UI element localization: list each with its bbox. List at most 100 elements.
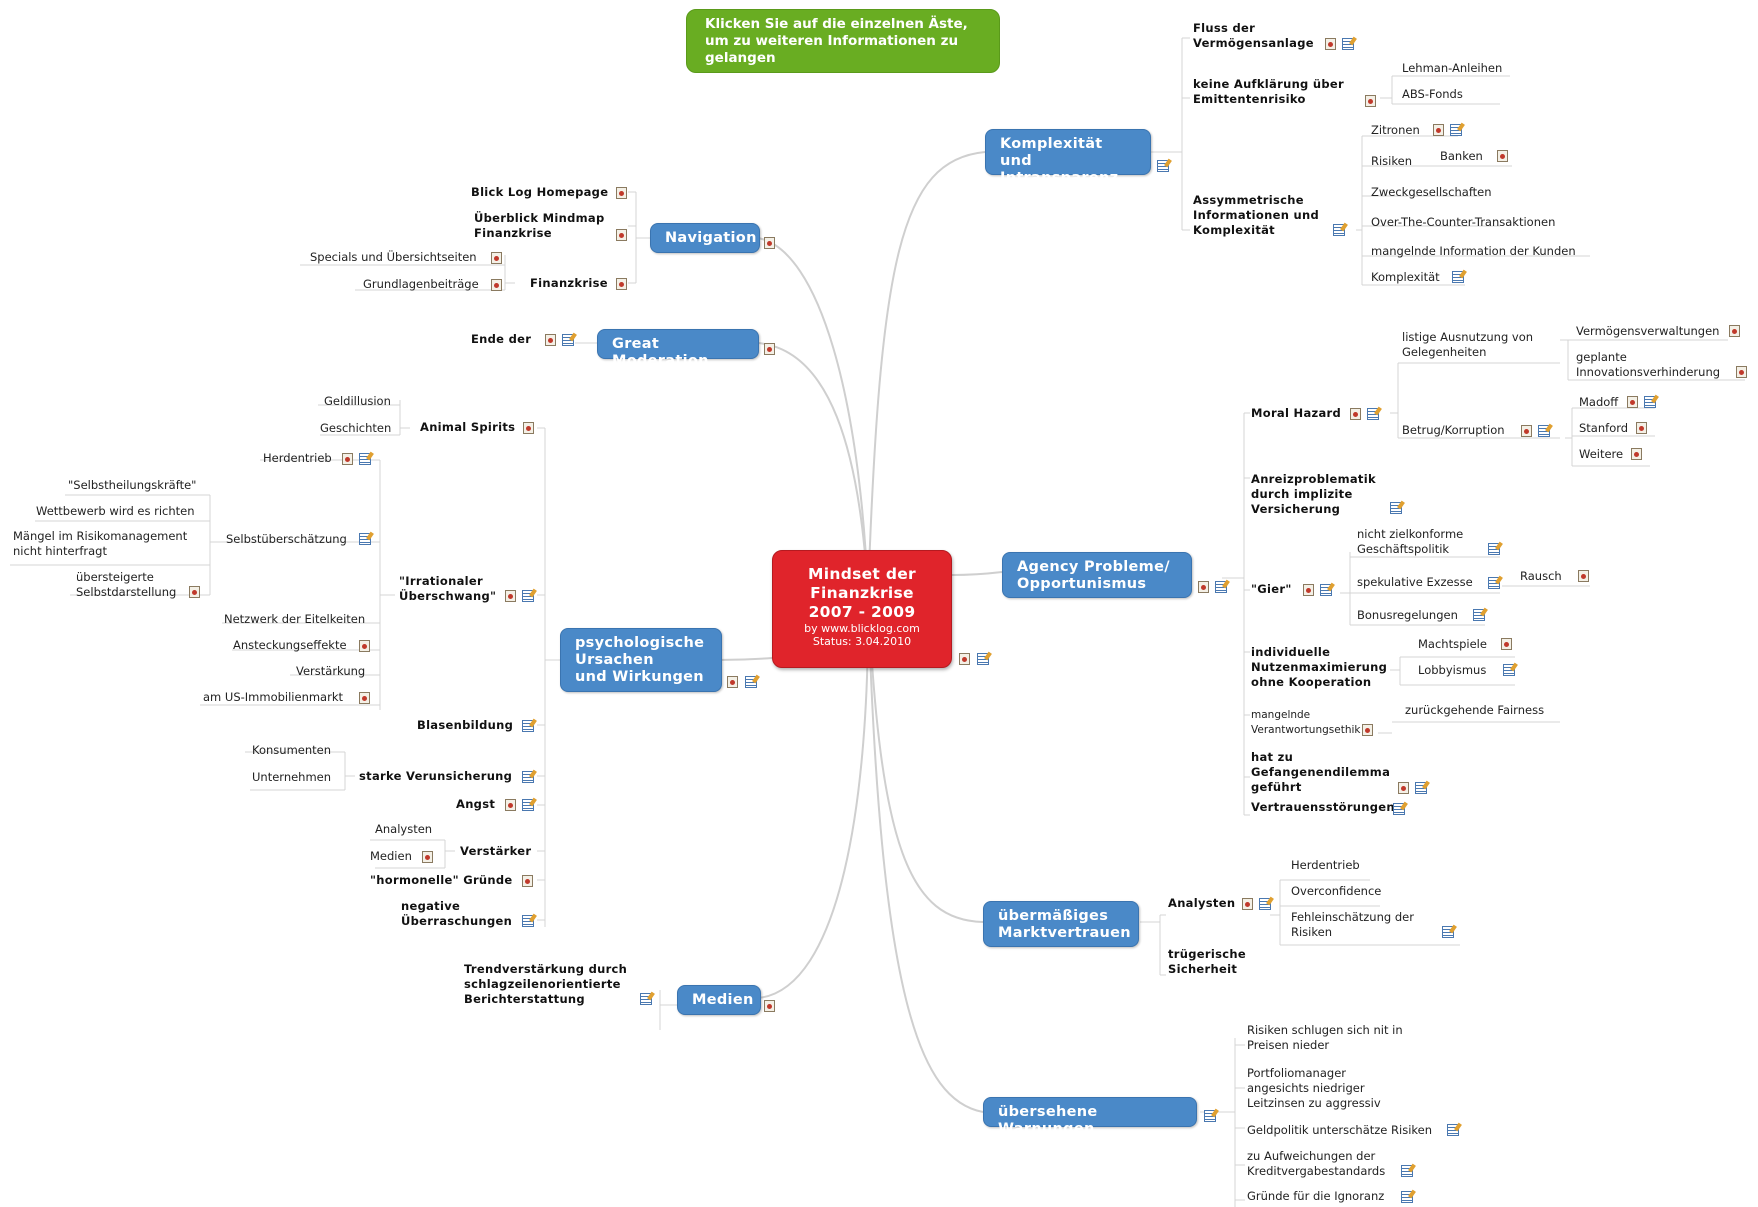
document-icon[interactable]: [1398, 782, 1409, 794]
topic-betrug[interactable]: Betrug/Korruption: [1402, 423, 1505, 437]
topic-truegerische-sicherheit[interactable]: trügerische Sicherheit: [1168, 947, 1246, 976]
topic-analysten-markt[interactable]: Analysten: [1168, 896, 1236, 910]
document-icon[interactable]: [1303, 584, 1314, 596]
topic-moral-hazard[interactable]: Moral Hazard: [1251, 406, 1342, 420]
topic-us-immobilienmarkt[interactable]: am US-Immobilienmarkt: [203, 690, 343, 704]
topic-animal-spirits[interactable]: Animal Spirits: [420, 420, 516, 434]
note-icon[interactable]: [522, 771, 534, 783]
topic-lobbyismus[interactable]: Lobbyismus: [1418, 663, 1487, 677]
document-icon[interactable]: [727, 676, 738, 688]
topic-madoff[interactable]: Madoff: [1579, 395, 1619, 409]
note-icon[interactable]: [359, 453, 371, 465]
topic-zurueckgehende-fairness[interactable]: zurückgehende Fairness: [1405, 703, 1545, 717]
topic-banken[interactable]: Banken: [1440, 149, 1483, 163]
note-icon[interactable]: [522, 720, 534, 732]
document-icon[interactable]: [1627, 396, 1638, 408]
topic-risiken-preise[interactable]: Risiken schlugen sich nit in Preisen nie…: [1247, 1023, 1403, 1052]
topic-weitere[interactable]: Weitere: [1579, 447, 1624, 461]
topic-verstaerkung[interactable]: Verstärkung: [296, 664, 366, 678]
topic-mangelnde-verantwortungsethik[interactable]: mangelnde Verantwortungsethik: [1251, 709, 1361, 736]
topic-stanford[interactable]: Stanford: [1579, 421, 1629, 435]
topic-lehman[interactable]: Lehman-Anleihen: [1402, 61, 1503, 75]
topic-ansteckungseffekte[interactable]: Ansteckungseffekte: [233, 638, 347, 652]
note-icon[interactable]: [562, 334, 574, 346]
document-icon[interactable]: [523, 422, 534, 434]
topic-starke-verunsicherung[interactable]: starke Verunsicherung: [359, 769, 513, 783]
nav-finanzkrise[interactable]: Finanzkrise: [530, 276, 608, 290]
note-icon[interactable]: [1333, 224, 1345, 236]
topic-bonusregelungen[interactable]: Bonusregelungen: [1357, 608, 1458, 622]
topic-zitronen[interactable]: Zitronen: [1371, 123, 1420, 137]
topic-vertrauensstoerungen[interactable]: Vertrauensstörungen: [1251, 800, 1395, 814]
topic-vermoegensverwaltungen[interactable]: Vermögensverwaltungen: [1576, 324, 1720, 338]
note-icon[interactable]: [522, 915, 534, 927]
note-icon[interactable]: [1450, 124, 1462, 136]
document-icon[interactable]: [1729, 325, 1740, 337]
topic-portfoliomanager[interactable]: Portfoliomanager angesichts niedriger Le…: [1247, 1066, 1381, 1110]
topic-komplexitaet[interactable]: Komplexität: [1371, 270, 1440, 284]
topic-otc[interactable]: Over-The-Counter-Transaktionen: [1371, 215, 1556, 229]
note-icon[interactable]: [522, 590, 534, 602]
topic-assymmetrische[interactable]: Assymmetrische Informationen und Komplex…: [1193, 193, 1320, 237]
document-icon[interactable]: [1242, 898, 1253, 910]
topic-zweckgesellschaften[interactable]: Zweckgesellschaften: [1371, 185, 1492, 199]
topic-negative-ueberraschungen[interactable]: negative Überraschungen: [401, 899, 513, 928]
document-icon[interactable]: [764, 343, 775, 355]
document-icon[interactable]: [1362, 724, 1373, 736]
topic-medien-psych[interactable]: Medien: [370, 849, 412, 863]
document-icon[interactable]: [545, 334, 556, 346]
document-icon[interactable]: [359, 640, 370, 652]
branch-medien[interactable]: Medien: [677, 985, 761, 1015]
note-icon[interactable]: [1259, 898, 1271, 910]
note-icon[interactable]: [1157, 160, 1169, 172]
document-icon[interactable]: [764, 237, 775, 249]
topic-individuelle-nutzenmaximierung[interactable]: individuelle Nutzenmaximierung ohne Koop…: [1251, 645, 1388, 689]
topic-machtspiele[interactable]: Machtspiele: [1418, 637, 1487, 651]
document-icon[interactable]: [1198, 581, 1209, 593]
topic-analysten-psych[interactable]: Analysten: [375, 822, 433, 836]
document-icon[interactable]: [1501, 638, 1512, 650]
topic-anreizproblematik[interactable]: Anreizproblematik durch implizite Versic…: [1251, 472, 1376, 516]
document-icon[interactable]: [505, 799, 516, 811]
note-icon[interactable]: [1367, 408, 1379, 420]
note-icon[interactable]: [1320, 584, 1332, 596]
note-icon[interactable]: [359, 533, 371, 545]
document-icon[interactable]: [422, 851, 433, 863]
document-icon[interactable]: [616, 187, 627, 199]
document-icon[interactable]: [1433, 124, 1444, 136]
document-icon[interactable]: [359, 692, 370, 704]
branch-komplexitaet[interactable]: Komplexität und Intransparenz: [985, 129, 1151, 186]
note-icon[interactable]: [1644, 396, 1656, 408]
topic-verstaerker[interactable]: Verstärker: [460, 844, 532, 858]
topic-geldpolitik[interactable]: Geldpolitik unterschätze Risiken: [1247, 1123, 1433, 1137]
document-icon[interactable]: [1736, 366, 1747, 378]
document-icon[interactable]: [1497, 150, 1508, 162]
nav-ueberblick-mindmap[interactable]: Überblick Mindmap Finanzkrise: [474, 211, 605, 240]
document-icon[interactable]: [959, 653, 970, 665]
note-icon[interactable]: [1452, 271, 1464, 283]
branch-marktvertrauen[interactable]: übermäßiges Marktvertrauen: [983, 901, 1139, 947]
topic-trendverstaerkung[interactable]: Trendverstärkung durch schlagzeilenorien…: [464, 962, 628, 1006]
note-icon[interactable]: [1447, 1124, 1459, 1136]
topic-keine-aufklaerung[interactable]: keine Aufklärung über Emittentenrisiko: [1193, 77, 1344, 106]
note-icon[interactable]: [1401, 1191, 1413, 1203]
topic-rausch[interactable]: Rausch: [1520, 569, 1562, 583]
note-icon[interactable]: [1488, 543, 1500, 555]
topic-konsumenten[interactable]: Konsumenten: [252, 743, 332, 757]
topic-selbstheilungskraefte[interactable]: "Selbstheilungskräfte": [68, 478, 197, 492]
nav-homepage[interactable]: Blick Log Homepage: [471, 185, 609, 199]
topic-hormonelle-gruende[interactable]: "hormonelle" Gründe: [370, 873, 513, 887]
topic-overconfidence[interactable]: Overconfidence: [1291, 884, 1382, 898]
nav-grundlagen[interactable]: Grundlagenbeiträge: [363, 277, 479, 291]
document-icon[interactable]: [491, 279, 502, 291]
document-icon[interactable]: [1521, 425, 1532, 437]
note-icon[interactable]: [1415, 782, 1427, 794]
document-icon[interactable]: [1631, 448, 1642, 460]
topic-geschichten[interactable]: Geschichten: [320, 421, 392, 435]
note-icon[interactable]: [640, 993, 652, 1005]
topic-gruende-ignoranz[interactable]: Gründe für die Ignoranz: [1247, 1189, 1385, 1203]
document-icon[interactable]: [616, 229, 627, 241]
topic-abs-fonds[interactable]: ABS-Fonds: [1402, 87, 1463, 101]
topic-irrationaler-ueberschwang[interactable]: "Irrationaler Überschwang": [399, 574, 497, 603]
note-icon[interactable]: [1538, 425, 1550, 437]
